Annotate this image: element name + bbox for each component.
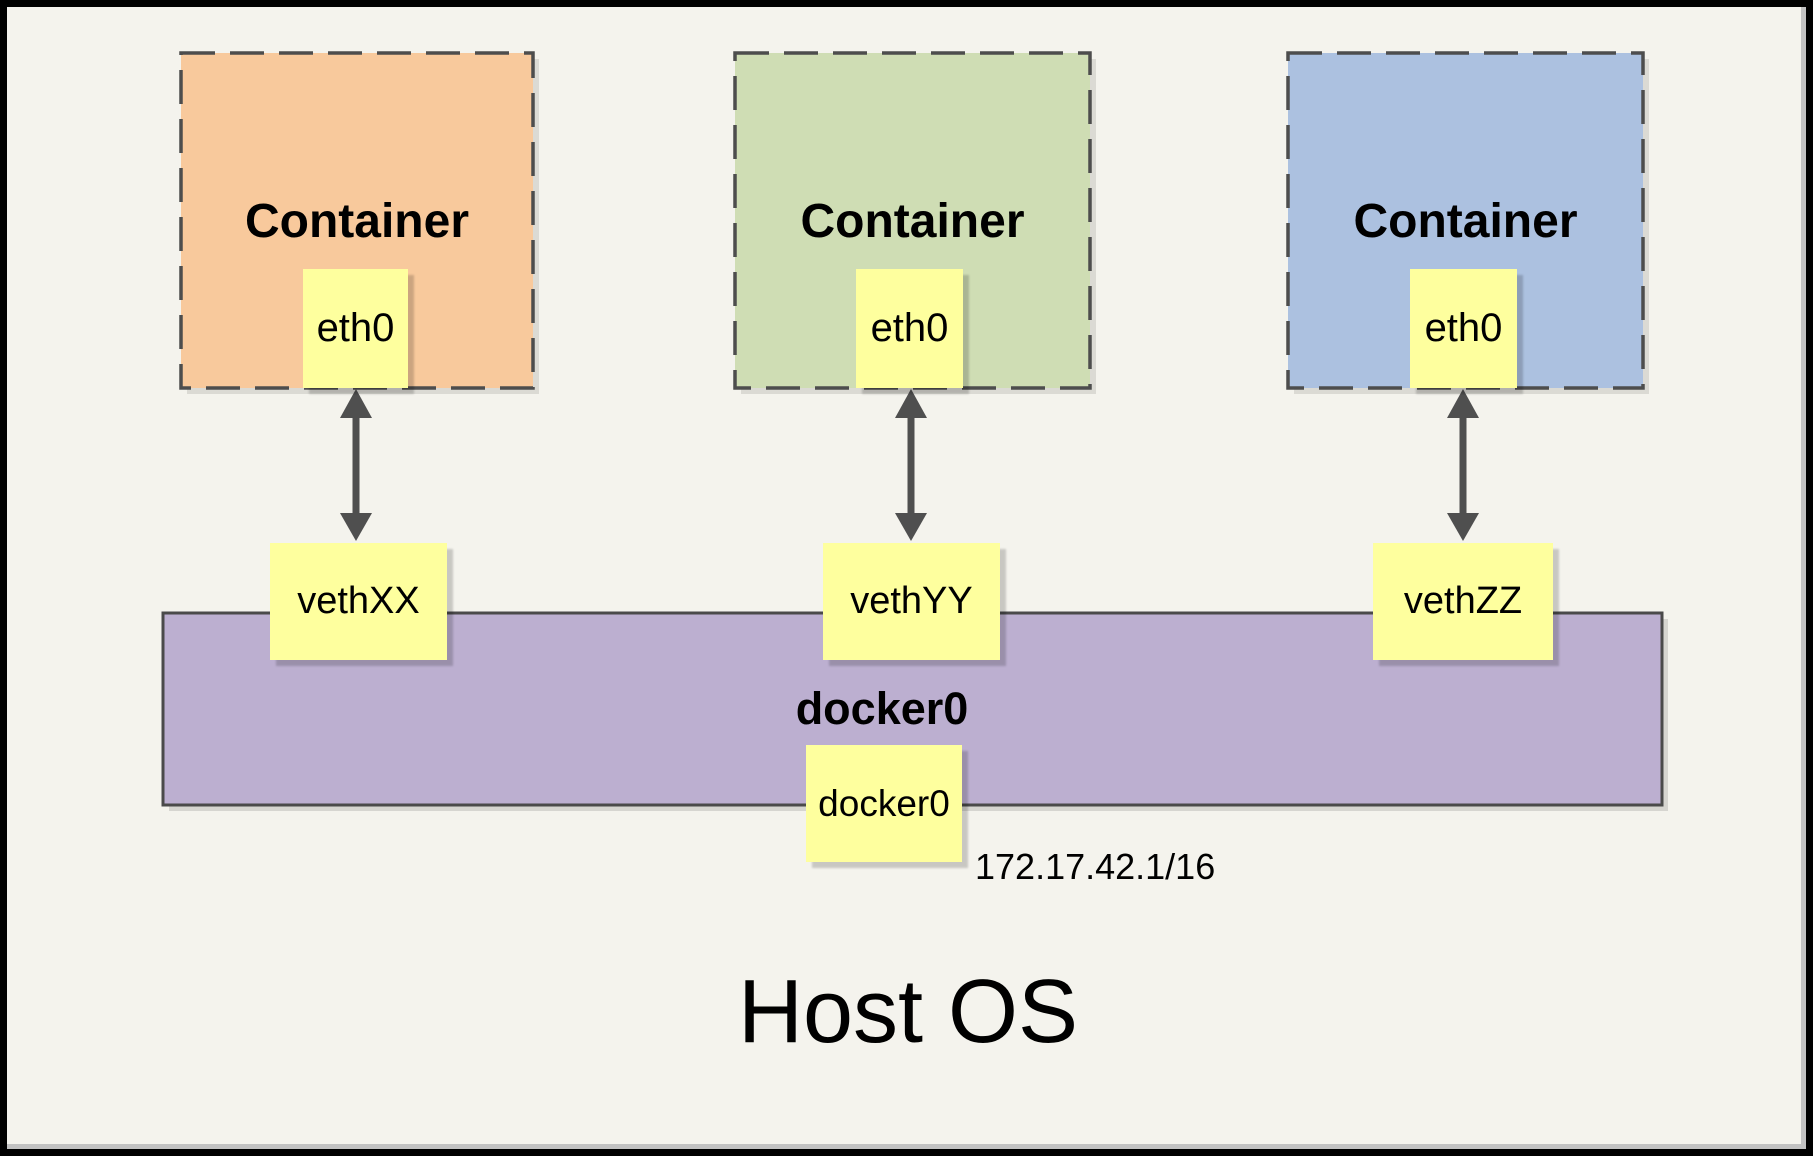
bridge-ip-address-label: 172.17.42.1/16 — [975, 846, 1216, 887]
arrow-up-icon — [340, 389, 372, 418]
container-3-eth0-box: eth0 — [1410, 269, 1517, 388]
host-os-label: Host OS — [737, 962, 1079, 1062]
vethyy-box: vethYY — [823, 543, 1000, 660]
veth-arrow-2 — [895, 389, 927, 541]
docker0-bridge-label: docker0 — [795, 683, 969, 734]
vethzz-box: vethZZ — [1373, 543, 1553, 660]
arrow-shaft — [352, 415, 360, 516]
container-3-label: Container — [1353, 195, 1578, 248]
arrow-down-icon — [1447, 513, 1479, 541]
arrow-down-icon — [340, 513, 372, 541]
arrow-shaft — [1459, 415, 1467, 516]
container-1-label: Container — [244, 195, 469, 248]
arrow-down-icon — [895, 513, 927, 541]
arrow-up-icon — [895, 389, 927, 418]
container-2-label: Container — [800, 195, 1025, 248]
arrow-shaft — [907, 415, 915, 516]
container-2-eth0-box: eth0 — [856, 269, 963, 388]
docker0-interface-box: docker0 — [806, 745, 962, 862]
container-1-eth0-box: eth0 — [303, 269, 408, 388]
vethxx-box: vethXX — [270, 543, 447, 660]
veth-arrow-3 — [1447, 389, 1479, 541]
veth-arrow-1 — [340, 389, 372, 541]
arrow-up-icon — [1447, 389, 1479, 418]
